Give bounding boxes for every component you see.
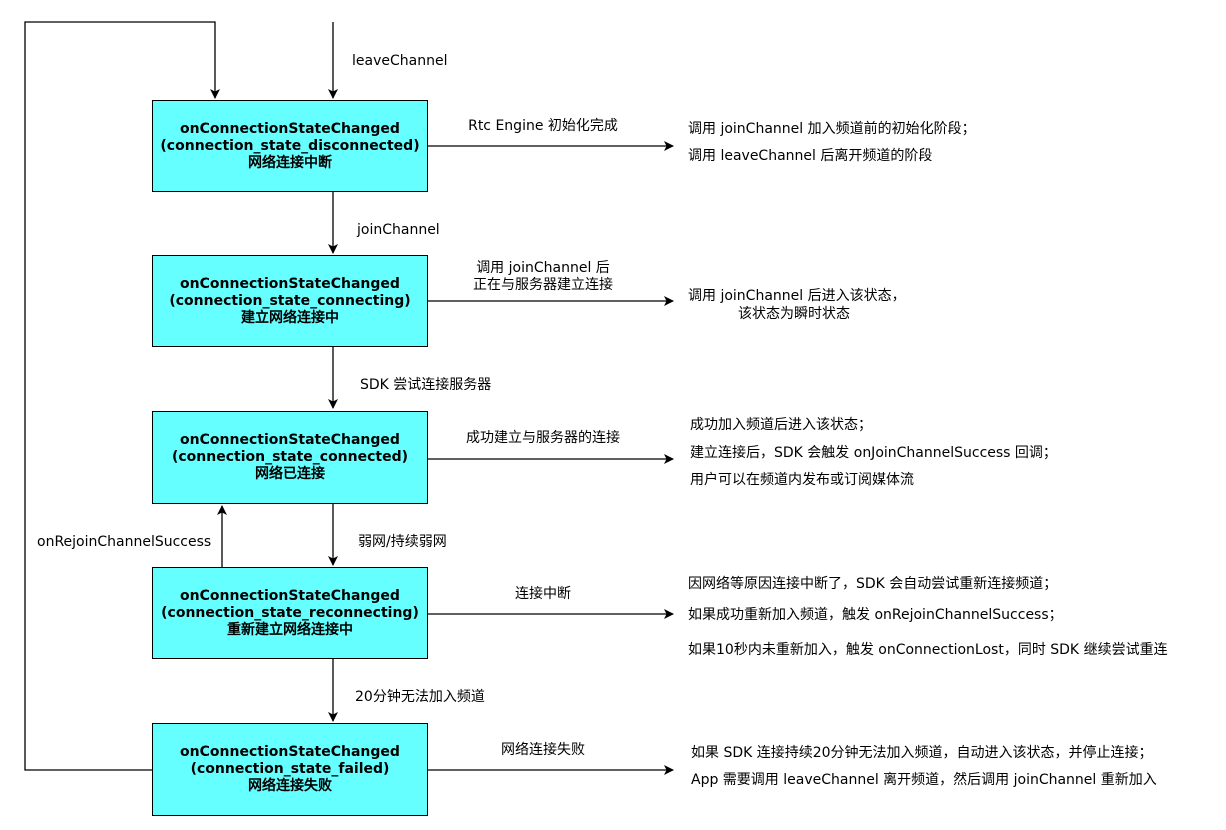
description-line: 建立连接后，SDK 会触发 onJoinChannelSuccess 回调；	[690, 445, 1057, 461]
edge-label-join-channel: joinChannel	[357, 222, 440, 238]
transition-text: 网络连接失败	[501, 742, 585, 758]
state-box-connecting: onConnectionStateChanged (connection_sta…	[152, 255, 428, 347]
state-box-connected: onConnectionStateChanged (connection_sta…	[152, 411, 428, 504]
description-line: 调用 leaveChannel 后离开频道的阶段	[688, 148, 933, 164]
description-line: App 需要调用 leaveChannel 离开频道，然后调用 joinChan…	[691, 772, 1157, 788]
transition-label-failed: 网络连接失败	[444, 742, 642, 759]
state-enum: (connection_state_failed)	[190, 761, 390, 777]
state-callback: onConnectionStateChanged	[180, 120, 400, 137]
loop-failed-to-disconnected	[24, 21, 220, 771]
edge-label-sdk-try: SDK 尝试连接服务器	[360, 377, 492, 393]
state-box-disconnected: onConnectionStateChanged (connection_sta…	[152, 100, 428, 192]
state-enum: (connection_state_disconnected)	[160, 137, 420, 154]
transition-label-connecting: 调用 joinChannel 后 正在与服务器建立连接	[444, 260, 642, 294]
transition-text: 成功建立与服务器的连接	[466, 430, 620, 446]
state-name: 建立网络连接中	[241, 309, 339, 326]
state-callback: onConnectionStateChanged	[180, 744, 400, 760]
description-line: 该状态为瞬时状态	[738, 306, 850, 322]
state-enum: (connection_state_connecting)	[169, 292, 411, 309]
description-line: 如果 SDK 连接持续20分钟无法加入频道，自动进入该状态，并停止连接；	[691, 745, 1153, 761]
state-name: 网络已连接	[255, 466, 325, 482]
state-enum: (connection_state_reconnecting)	[161, 604, 419, 621]
state-enum: (connection_state_connected)	[171, 449, 409, 465]
transition-text: 调用 joinChannel 后	[476, 260, 610, 276]
state-name: 网络连接中断	[248, 154, 332, 171]
transition-text: Rtc Engine 初始化完成	[468, 118, 618, 134]
description-line: 调用 joinChannel 后进入该状态，	[688, 288, 906, 304]
description-line: 如果成功重新加入频道，触发 onRejoinChannelSuccess；	[688, 607, 1063, 623]
transition-label-connected: 成功建立与服务器的连接	[444, 430, 642, 447]
state-box-failed: onConnectionStateChanged (connection_sta…	[152, 723, 428, 816]
edge-label-weak-network: 弱网/持续弱网	[358, 534, 447, 550]
description-line: 用户可以在频道内发布或订阅媒体流	[690, 472, 914, 488]
state-callback: onConnectionStateChanged	[180, 587, 400, 604]
state-name: 网络连接失败	[248, 778, 332, 794]
description-line: 如果10秒内未重新加入，触发 onConnectionLost，同时 SDK 继…	[688, 642, 1168, 658]
description-line: 调用 joinChannel 加入频道前的初始化阶段；	[688, 121, 976, 137]
state-callback: onConnectionStateChanged	[180, 432, 400, 448]
edge-label-twenty-min: 20分钟无法加入频道	[355, 689, 485, 705]
state-box-reconnecting: onConnectionStateChanged (connection_sta…	[152, 567, 428, 659]
state-callback: onConnectionStateChanged	[180, 275, 400, 292]
description-line: 因网络等原因连接中断了，SDK 会自动尝试重新连接频道；	[688, 576, 1058, 592]
transition-label-disconnected: Rtc Engine 初始化完成	[444, 118, 642, 135]
transition-text: 连接中断	[515, 586, 571, 602]
edge-label-leave-channel: leaveChannel	[352, 53, 448, 69]
state-name: 重新建立网络连接中	[227, 621, 353, 638]
transition-text: 正在与服务器建立连接	[473, 277, 613, 293]
transition-label-reconnecting: 连接中断	[444, 586, 642, 603]
description-line: 成功加入频道后进入该状态；	[690, 417, 872, 433]
edge-label-rejoin-success: onRejoinChannelSuccess	[37, 534, 212, 550]
